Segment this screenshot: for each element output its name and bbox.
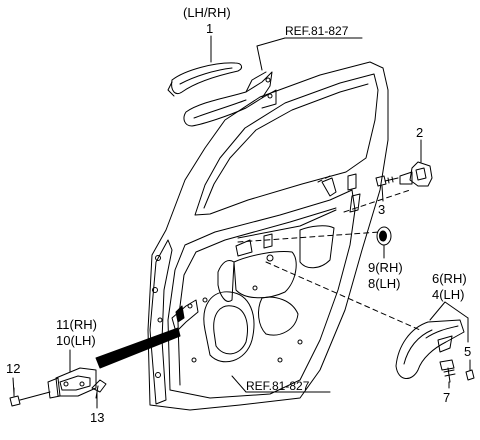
callout-part-6: 6(RH)	[432, 271, 467, 286]
leader-part-12	[12, 377, 15, 395]
callout-part-12: 12	[6, 361, 21, 376]
callout-part-11: 11(RH)	[56, 317, 97, 332]
part-12-bolt	[9, 377, 51, 407]
dashed-reference-lines	[237, 175, 421, 331]
part-2-latch-clip	[399, 139, 433, 187]
leader-part-6a	[429, 301, 446, 321]
callout-part-5: 5	[464, 344, 472, 359]
callout-part-13: 13	[90, 410, 105, 425]
part-13-bolt	[91, 379, 107, 409]
inside-door-handle	[395, 301, 469, 379]
part-3-screw	[375, 175, 399, 202]
door-panel	[147, 61, 389, 411]
part-9-8-plug	[376, 226, 392, 259]
callout-part-9: 9(RH)	[368, 260, 403, 275]
callout-part-3: 3	[378, 202, 386, 217]
leader-part-3	[381, 185, 384, 202]
callout-lhrh: (LH/RH)	[183, 5, 231, 20]
leader-part-6b	[444, 301, 469, 319]
callout-part-2: 2	[416, 125, 424, 140]
callout-ref-top: REF.81-827	[285, 24, 349, 38]
leader-ref-top	[256, 37, 286, 47]
callout-part-7: 7	[443, 390, 451, 405]
ref-bottom-leader	[231, 375, 331, 393]
callout-part-8: 8(LH)	[368, 276, 401, 291]
callout-part-1: 1	[206, 21, 214, 36]
part-7-screw	[439, 359, 456, 389]
door-checker	[47, 299, 199, 399]
callout-ref-bottom: REF.81-827	[246, 379, 310, 393]
part-5-cap	[465, 359, 475, 381]
outside-door-handle	[167, 35, 243, 97]
callout-part-4: 4(LH)	[432, 287, 465, 302]
callout-part-10: 10(LH)	[56, 333, 96, 348]
